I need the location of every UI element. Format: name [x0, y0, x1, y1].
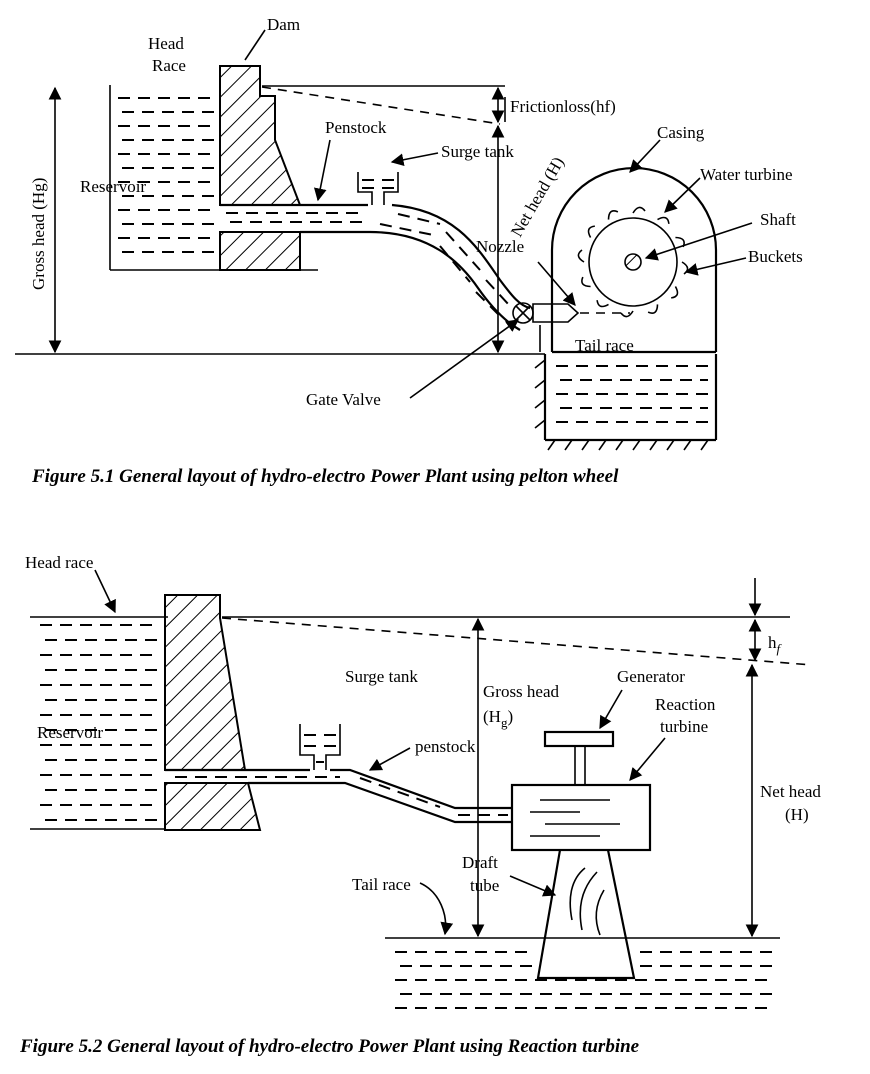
penstock-label-2: penstock: [415, 737, 476, 756]
draft-tube: [536, 849, 636, 980]
draft-tube-label-b: tube: [470, 876, 499, 895]
friction-loss-line-1: [261, 86, 501, 125]
tail-race-1: [534, 354, 718, 451]
draft-tube-label-a: Draft: [462, 853, 498, 872]
friction-loss-line-2: [221, 617, 813, 666]
penstock-label-1: Penstock: [325, 118, 387, 137]
net-head-label-2b: (H): [785, 805, 809, 824]
gross-head-dimension-1: [15, 86, 545, 355]
gross-head-label-1: Gross head (Hg): [29, 178, 48, 290]
hf-label: hf: [768, 633, 783, 656]
net-head-label-1: Net head (H): [507, 154, 568, 240]
figure-5-1: Dam Head Race Frictionloss(hf) Penstock …: [15, 15, 803, 487]
casing-label: Casing: [657, 123, 705, 142]
figure-1-caption: Figure 5.1 General layout of hydro-elect…: [31, 466, 619, 487]
head-race-label-1b: Race: [152, 56, 186, 75]
nozzle-label: Nozzle: [476, 237, 524, 256]
buckets-label: Buckets: [748, 247, 803, 266]
tail-race-label-1: Tail race: [575, 336, 634, 355]
leader-lines-2: [94, 569, 666, 936]
generator: [543, 730, 615, 785]
gate-valve-label: Gate Valve: [306, 390, 381, 409]
gross-head-label-2b: (Hg): [483, 707, 513, 730]
shaft-label: Shaft: [760, 210, 796, 229]
reaction-turbine: [510, 783, 652, 852]
net-head-label-2a: Net head: [760, 782, 821, 801]
reservoir-label-1: Reservoir: [80, 177, 146, 196]
gross-head-label-2a: Gross head: [483, 682, 560, 701]
reservoir-2: [40, 624, 160, 821]
leader-lines-1: [244, 29, 753, 399]
tail-race-2: [385, 937, 780, 1009]
tail-race-label-2: Tail race: [352, 875, 411, 894]
reservoir-1: [109, 85, 318, 271]
head-race-label-1a: Head: [148, 34, 184, 53]
reaction-turbine-label-b: turbine: [660, 717, 708, 736]
friction-loss-label: Frictionloss(hf): [510, 97, 616, 116]
nozzle-1: [532, 303, 630, 352]
dam-label-1: Dam: [267, 15, 300, 34]
figure-5-2: Head race hf Surge tank Generator Gross …: [19, 553, 821, 1057]
water-turbine-label: Water turbine: [700, 165, 793, 184]
figure-2-caption: Figure 5.2 General layout of hydro-elect…: [19, 1036, 640, 1057]
surge-tank-label-1: Surge tank: [441, 142, 514, 161]
dam-2: [164, 594, 262, 831]
pelton-wheel-1: [577, 206, 689, 318]
generator-label: Generator: [617, 667, 685, 686]
reaction-turbine-label-a: Reaction: [655, 695, 716, 714]
surge-tank-1: [357, 172, 399, 205]
surge-tank-2: [299, 724, 341, 770]
surge-tank-label-2: Surge tank: [345, 667, 418, 686]
reservoir-label-2: Reservoir: [37, 723, 103, 742]
head-race-label-2: Head race: [25, 553, 93, 572]
dam-1: [219, 65, 302, 271]
